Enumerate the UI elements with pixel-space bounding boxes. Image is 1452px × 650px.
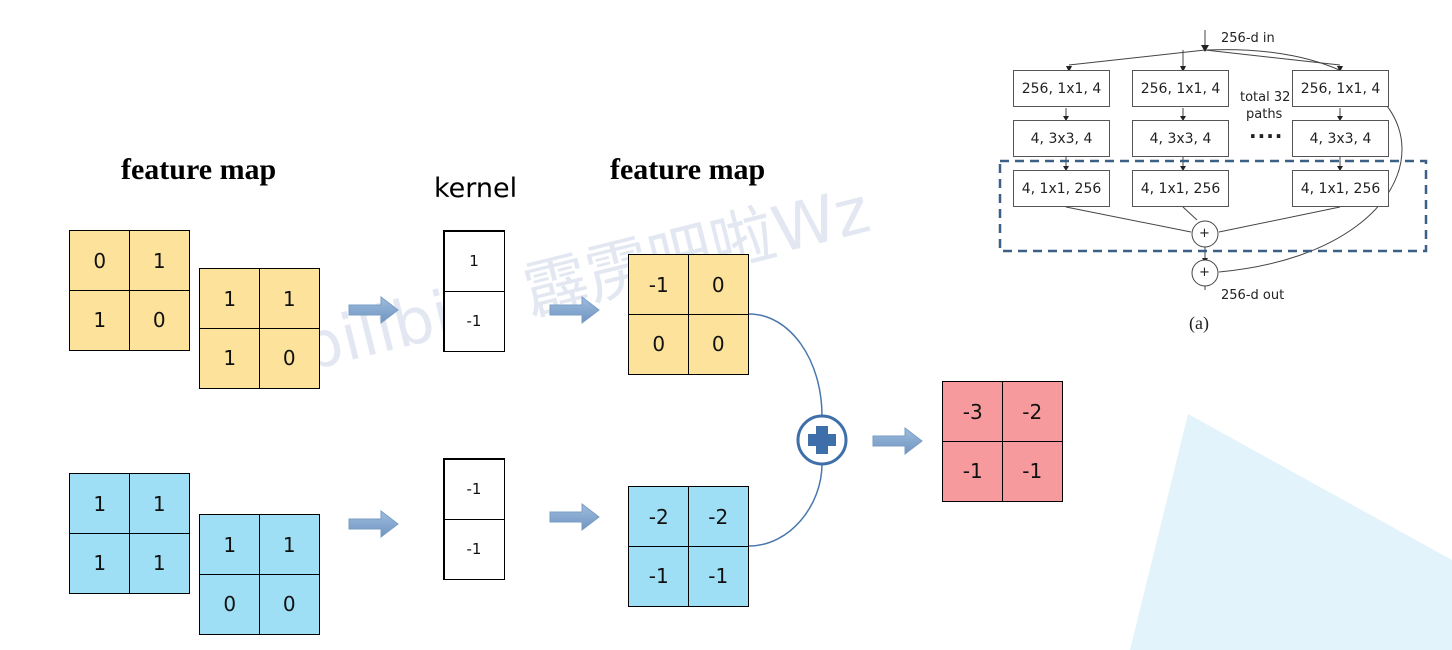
diagram-paths-note: total 32 [1240, 90, 1291, 105]
grid-cell: 1 [69, 532, 131, 594]
grid-cell: 1 [128, 532, 190, 594]
diagram-caption: (a) [1189, 313, 1209, 333]
blue-input-grid-back: 1 1 0 0 [199, 514, 320, 635]
kernel-bottom: -1 -1 [443, 458, 505, 580]
arrow-right-icon [549, 502, 600, 532]
grid-cell: -2 [1001, 381, 1063, 443]
grid-cell: 1 [199, 327, 261, 389]
grid-cell: -1 [942, 440, 1004, 502]
add-plus-icon [796, 414, 848, 466]
kernel-top: 1 -1 [443, 230, 505, 352]
input-feature-map-heading: feature map [121, 153, 277, 186]
diagram-box: 4, 3x3, 4 [1292, 120, 1389, 157]
diagram-plus-symbol: + [1199, 265, 1210, 280]
grid-cell: 0 [687, 313, 749, 375]
output-feature-map-heading: feature map [610, 153, 766, 186]
grid-cell: 1 [128, 473, 190, 535]
grid-cell: 0 [69, 230, 131, 292]
diagram-box: 256, 1x1, 4 [1132, 70, 1229, 107]
grid-cell: 1 [69, 473, 131, 535]
add-node-icon [1191, 220, 1219, 248]
grid-cell: -1 [628, 545, 690, 607]
diagram-plus-symbol: + [1199, 226, 1210, 241]
diagram-input-label: 256-d in [1221, 31, 1275, 46]
add-node-icon [1191, 259, 1219, 287]
grid-cell: 1 [199, 514, 261, 576]
diagram-ellipsis: ···· [1249, 124, 1284, 148]
yellow-input-grid-front: 0 1 1 0 [69, 230, 190, 351]
merge-curve-bottom [748, 463, 823, 547]
arrow-right-icon [348, 509, 399, 539]
blue-input-grid-front: 1 1 1 1 [69, 473, 190, 594]
grid-cell: -2 [687, 486, 749, 548]
diagram-box: 4, 1x1, 256 [1013, 170, 1110, 207]
kernel-heading: kernel [434, 173, 518, 204]
grid-cell: -1 [628, 254, 690, 316]
dashed-group-outline [998, 159, 1428, 253]
grid-cell: 1 [258, 514, 320, 576]
grid-cell: 0 [258, 327, 320, 389]
grid-cell: 1 [69, 289, 131, 351]
diagram-box: 4, 1x1, 256 [1132, 170, 1229, 207]
diagram-box: 256, 1x1, 4 [1013, 70, 1110, 107]
background-triangle [1130, 414, 1452, 650]
grid-cell: -1 [1001, 440, 1063, 502]
arrow-right-icon [872, 426, 923, 456]
yellow-input-grid-back: 1 1 1 0 [199, 268, 320, 389]
arrow-right-icon [348, 295, 399, 325]
diagram-box: 4, 3x3, 4 [1132, 120, 1229, 157]
diagram-box: 256, 1x1, 4 [1292, 70, 1389, 107]
diagram-output-label: 256-d out [1221, 288, 1285, 303]
kernel-cell: -1 [443, 518, 505, 580]
diagram-box: 4, 3x3, 4 [1013, 120, 1110, 157]
kernel-cell: -1 [443, 290, 505, 352]
grid-cell: 1 [128, 230, 190, 292]
merge-curve-top [748, 313, 823, 417]
arrow-right-icon [549, 295, 600, 325]
grid-cell: 0 [128, 289, 190, 351]
diagram-paths-note: paths [1246, 107, 1283, 122]
diagram-box: 4, 1x1, 256 [1292, 170, 1389, 207]
blue-output-grid: -2 -2 -1 -1 [628, 486, 749, 607]
sum-output-grid: -3 -2 -1 -1 [942, 381, 1063, 502]
grid-cell: 0 [258, 573, 320, 635]
grid-cell: -1 [687, 545, 749, 607]
yellow-output-grid: -1 0 0 0 [628, 254, 749, 375]
